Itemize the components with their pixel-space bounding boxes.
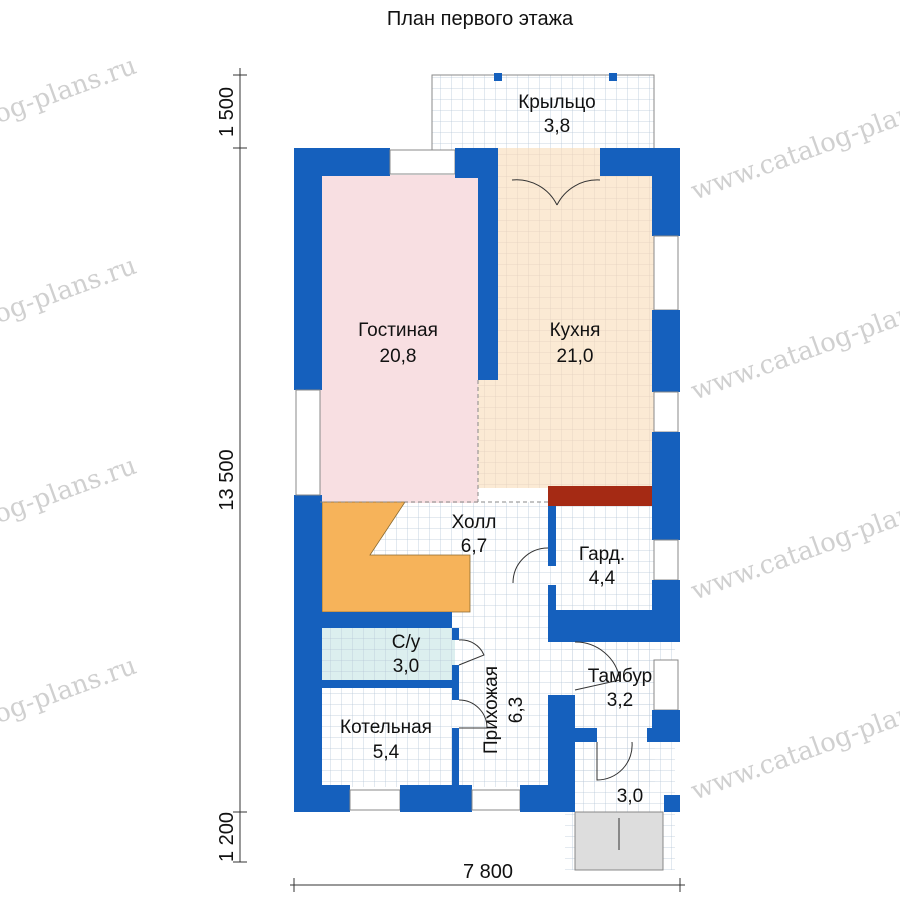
plan-title: План первого этажа — [387, 8, 574, 30]
room-area: 21,0 — [557, 346, 594, 367]
watermark: www.catalog-plans.ru — [687, 281, 900, 407]
room-area: 3,8 — [544, 116, 570, 137]
room-name: Кухня — [550, 320, 601, 341]
room-area: 20,8 — [380, 346, 417, 367]
watermark: www.catalog-plans.ru — [0, 251, 141, 377]
room-name: Тамбур — [588, 666, 653, 687]
room-name: Крыльцо — [518, 92, 596, 113]
boiler-room-door[interactable] — [458, 699, 488, 729]
wardrobe-door[interactable] — [512, 547, 549, 584]
room-name: С/у — [392, 632, 421, 653]
room-area: 5,4 — [373, 742, 400, 763]
entrance-door[interactable] — [511, 179, 601, 206]
dimension-width: 7 800 — [463, 861, 513, 883]
dimension-lines — [233, 68, 685, 892]
watermark: www.catalog-plans.ru — [687, 681, 900, 807]
room-name: Гард. — [579, 544, 625, 565]
room-name: Гостиная — [358, 320, 438, 341]
kitchen-grid — [478, 148, 654, 488]
bathroom-door[interactable] — [458, 639, 485, 666]
dimension-porch: 1 500 — [216, 87, 238, 137]
room-name: Котельная — [340, 717, 432, 738]
room-area: 6,7 — [461, 536, 487, 557]
room-name: Холл — [452, 512, 497, 533]
outer-door[interactable] — [596, 741, 633, 781]
vestibule-door[interactable] — [574, 641, 621, 691]
bathroom-grid — [322, 628, 455, 680]
room-area: 3,0 — [617, 786, 643, 807]
room-area: 3,0 — [393, 656, 419, 677]
dimension-bottom: 1 200 — [216, 812, 238, 862]
porch-floor — [431, 74, 655, 151]
room-name: Прихожая — [481, 666, 502, 754]
stove — [548, 486, 652, 506]
watermark: www.catalog-plans.ru — [687, 481, 900, 607]
watermark: www.catalog-plans.ru — [0, 451, 141, 577]
watermark: www.catalog-plans.ru — [0, 51, 141, 177]
dimension-main: 13 500 — [216, 449, 238, 510]
room-area: 3,2 — [607, 690, 633, 711]
living-room-floor — [320, 175, 478, 503]
walls — [294, 73, 680, 812]
room-area: 4,4 — [589, 568, 616, 589]
watermark: www.catalog-plans.ru — [0, 651, 141, 777]
room-area: 6,3 — [506, 697, 527, 723]
watermark: www.catalog-plans.ru — [687, 81, 900, 207]
